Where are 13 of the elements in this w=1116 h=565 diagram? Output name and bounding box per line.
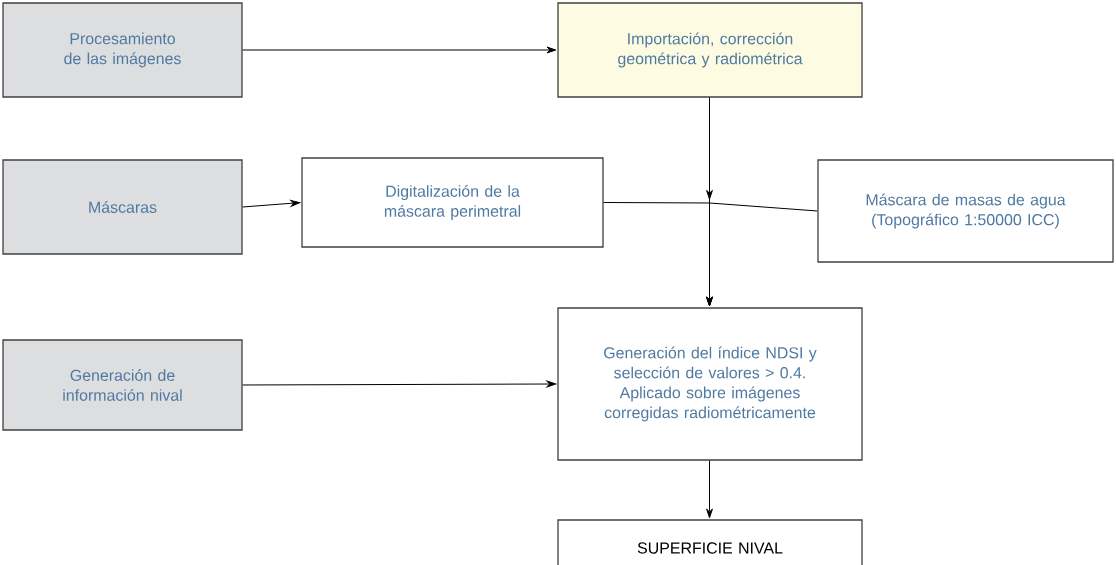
process-box: Digitalización de la máscara perimetral <box>301 157 604 248</box>
process-box: Máscaras <box>2 159 243 255</box>
process-box: Importación, corrección geométrica y radiométrica <box>557 2 863 98</box>
arrow <box>242 380 557 388</box>
result-box: SUPERFICIE NIVAL <box>557 519 863 565</box>
arrow <box>242 46 557 54</box>
process-box: Procesamiento de las imágenes <box>2 2 243 98</box>
process-box: Generación del índice NDSI y selección de valores > 0.4. Aplicado sobre imágenes corregidas radiométricamente <box>557 307 863 461</box>
arrow <box>706 202 818 307</box>
process-box: Máscara de masas de agua (Topográfico 1:50000 ICC) <box>817 159 1114 263</box>
process-box: Generación de información nival <box>2 339 243 431</box>
arrow <box>706 460 713 519</box>
arrow <box>242 199 301 208</box>
